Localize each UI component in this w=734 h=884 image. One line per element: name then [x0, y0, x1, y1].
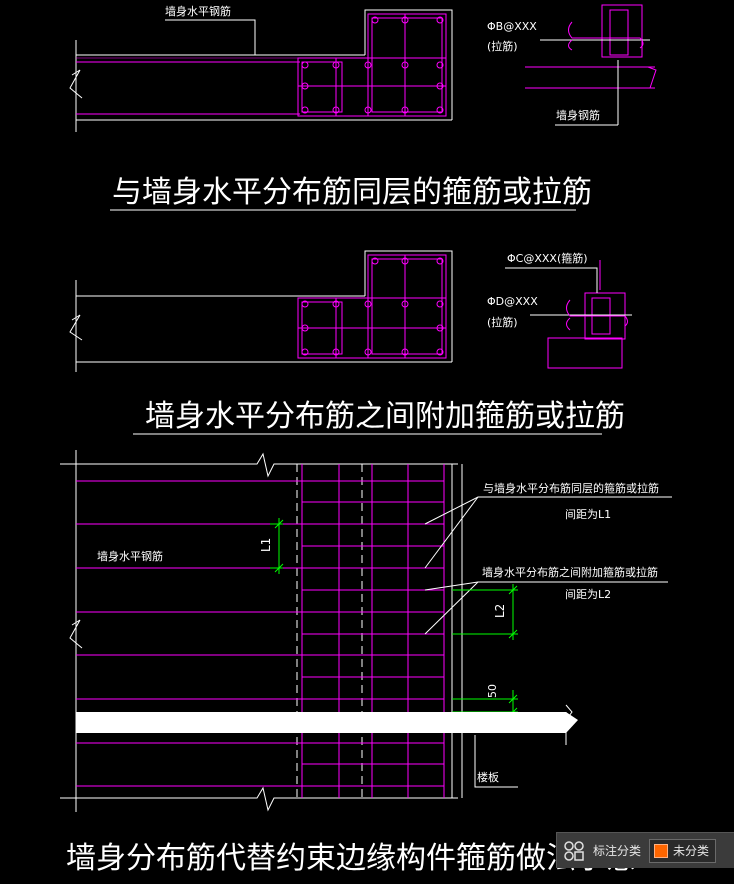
diagram-1-title: 与墙身水平分布筋同层的箍筋或拉筋: [112, 175, 592, 210]
diagram-2-title: 墙身水平分布筋之间附加箍筋或拉筋: [145, 399, 625, 434]
label-spacing-l1: 间距为L1: [565, 508, 611, 521]
label-hoop-spec-c: ΦC@XXX(箍筋): [507, 251, 588, 265]
label-slab: 楼板: [477, 770, 499, 784]
grid-icon[interactable]: [563, 840, 585, 862]
diagram-2-plan: [69, 250, 632, 435]
annotation-category-label: 标注分类: [593, 844, 642, 858]
label-additional-hoop: 墙身水平分布筋之间附加箍筋或拉筋: [482, 565, 658, 579]
label-tie-spec-d: ΦD@XXX: [487, 295, 538, 308]
label-wall-horizontal-rebar: 墙身水平钢筋: [165, 4, 231, 18]
label-tie-spec-b: ΦB@XXX: [487, 20, 537, 33]
label-wall-horizontal-rebar-elev: 墙身水平钢筋: [97, 549, 163, 563]
label-spacing-l2: 间距为L2: [565, 588, 611, 601]
floor-slab: [76, 712, 578, 733]
category-color-swatch: [654, 843, 669, 858]
label-tie-type-2: (拉筋): [487, 315, 518, 329]
category-value: 未分类: [673, 844, 710, 858]
diagram-3-elevation: [60, 450, 672, 812]
diagram-1-plan: [69, 4, 657, 211]
dim-label-50: 50: [486, 684, 499, 698]
label-same-layer-hoop: 与墙身水平分布筋同层的箍筋或拉筋: [483, 481, 659, 495]
label-wall-rebar-detail: 墙身钢筋: [556, 108, 600, 122]
annotation-category-panel: 标注分类 未分类: [556, 832, 734, 868]
annotation-category-select[interactable]: 未分类: [649, 838, 717, 863]
dim-label-l2: L2: [493, 604, 507, 618]
dim-label-l1: L1: [259, 538, 273, 552]
diagram-3-title: 墙身分布筋代替约束边缘构件箍筋做法示意: [66, 841, 636, 876]
label-tie-type-1: (拉筋): [487, 39, 518, 53]
